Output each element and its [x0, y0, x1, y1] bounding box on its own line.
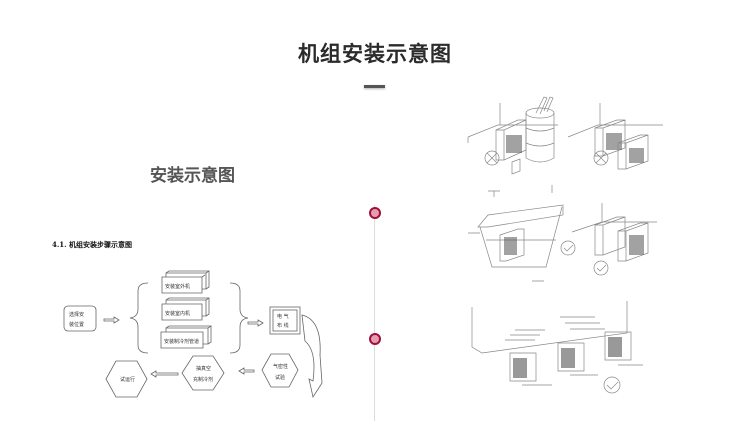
flow-node-airtight	[261, 353, 299, 388]
flow-node-indoor	[161, 297, 210, 321]
illustration-unit-under-shelter	[468, 185, 564, 282]
flow-arrow	[238, 367, 255, 375]
flow-piping-label: 安装制冷剂管道	[164, 338, 199, 345]
timeline-dot	[369, 333, 381, 345]
flow-vacuum-label-2: 充制冷剂	[193, 376, 213, 383]
installation-illustrations	[467, 96, 663, 394]
flow-electrical-label-2: 布 线	[277, 322, 289, 329]
correct-icon	[603, 376, 621, 394]
flow-arrow	[150, 370, 179, 378]
correct-icon	[593, 260, 609, 276]
flow-node-piping	[160, 325, 212, 349]
timeline-line	[374, 205, 375, 421]
title-divider	[364, 85, 385, 88]
flow-vacuum-label-1: 抽真空	[196, 365, 211, 372]
illustration-units-stacked	[567, 103, 663, 170]
incorrect-icon	[484, 150, 500, 166]
illustration-units-in-row	[471, 301, 643, 386]
illustration-unit-beside-barrel	[467, 96, 558, 175]
illustration-units-side-by-side	[571, 203, 657, 262]
flow-node-electrical	[269, 306, 301, 335]
flow-arrow	[247, 319, 264, 327]
section-heading: 4.1. 机组安装步骤示意图	[52, 240, 133, 249]
flow-node-vacuum	[181, 355, 225, 391]
flow-node-start	[63, 305, 97, 332]
curved-arrow	[301, 314, 323, 399]
page-title: 机组安装示意图	[298, 42, 452, 66]
left-brace	[129, 282, 149, 354]
right-brace	[229, 282, 249, 354]
diagram-subtitle: 安装示意图	[150, 166, 235, 186]
flow-outdoor-label: 安装室外机	[165, 283, 190, 290]
flow-electrical-label-1: 电 气	[277, 313, 289, 320]
svg-text:装位置: 装位置	[69, 321, 84, 328]
flow-arrow	[103, 316, 120, 324]
flow-start-label: 选择安	[69, 311, 84, 318]
flow-indoor-label: 安装室内机	[165, 310, 190, 317]
timeline-dot	[369, 207, 381, 219]
installation-flowchart: 选择安 装位置 安装室外机 安装室内机 安装制冷剂管道 电 气 布 线 气密性 …	[63, 270, 323, 399]
flow-trial-label: 试运行	[120, 376, 135, 383]
incorrect-icon	[593, 150, 609, 166]
flow-node-trial	[105, 360, 148, 398]
flow-airtight-label-2: 试验	[275, 374, 285, 381]
flow-node-outdoor	[161, 270, 210, 294]
correct-icon	[560, 240, 576, 256]
flow-airtight-label-1: 气密性	[273, 363, 288, 370]
